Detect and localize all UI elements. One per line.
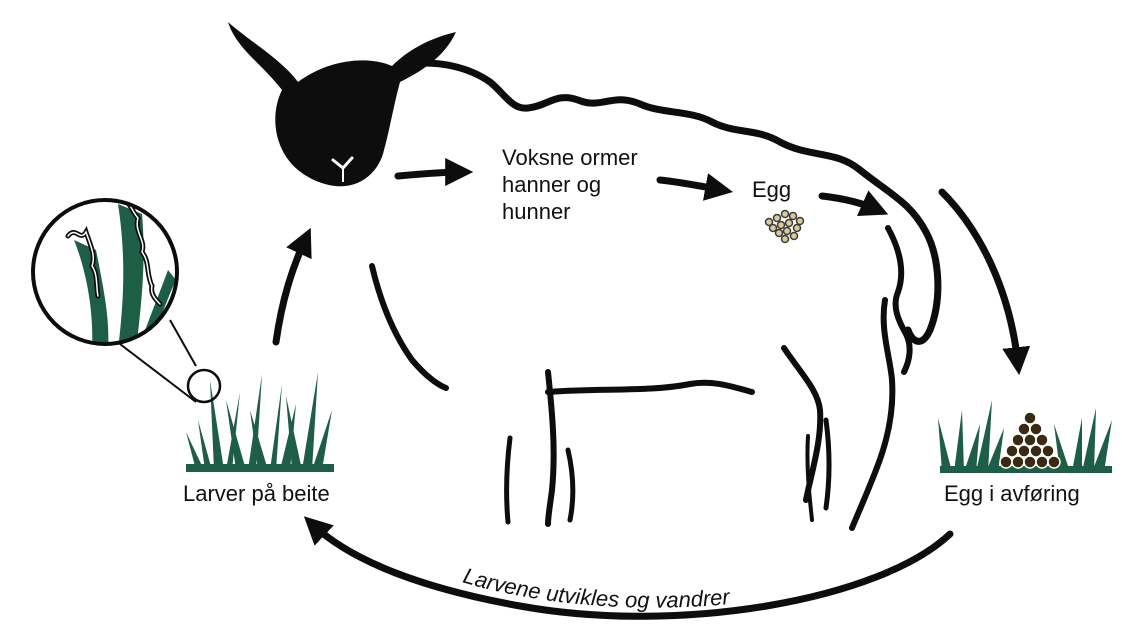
label-eggs-in-feces: Egg i avføring	[944, 480, 1080, 507]
sheep-front-leg	[372, 266, 446, 388]
arrow-icon	[398, 172, 462, 176]
label-line: hanner og	[502, 171, 638, 198]
cycle-arrows	[276, 172, 1018, 616]
sheep-tail	[888, 228, 910, 372]
feces-pile-icon	[1000, 412, 1060, 468]
sheep-head	[228, 22, 456, 186]
label-line: hunner	[502, 198, 638, 225]
label-adult-worms: Voksne ormer hanner og hunner	[502, 144, 638, 225]
sheep-hind-leg	[852, 300, 892, 528]
sheep-belly	[548, 383, 752, 392]
label-line: Voksne ormer	[502, 144, 638, 171]
arrow-icon	[942, 192, 1018, 364]
magnifier-circle	[33, 198, 220, 402]
arrow-icon	[660, 180, 722, 190]
grass-icon	[186, 372, 334, 472]
egg-cluster-icon	[766, 211, 804, 243]
arrow-icon	[822, 196, 878, 210]
label-larvae-on-pasture: Larver på beite	[183, 480, 330, 507]
label-egg: Egg	[752, 176, 791, 203]
arrow-icon	[276, 238, 306, 342]
sheep-silhouette	[228, 22, 938, 528]
